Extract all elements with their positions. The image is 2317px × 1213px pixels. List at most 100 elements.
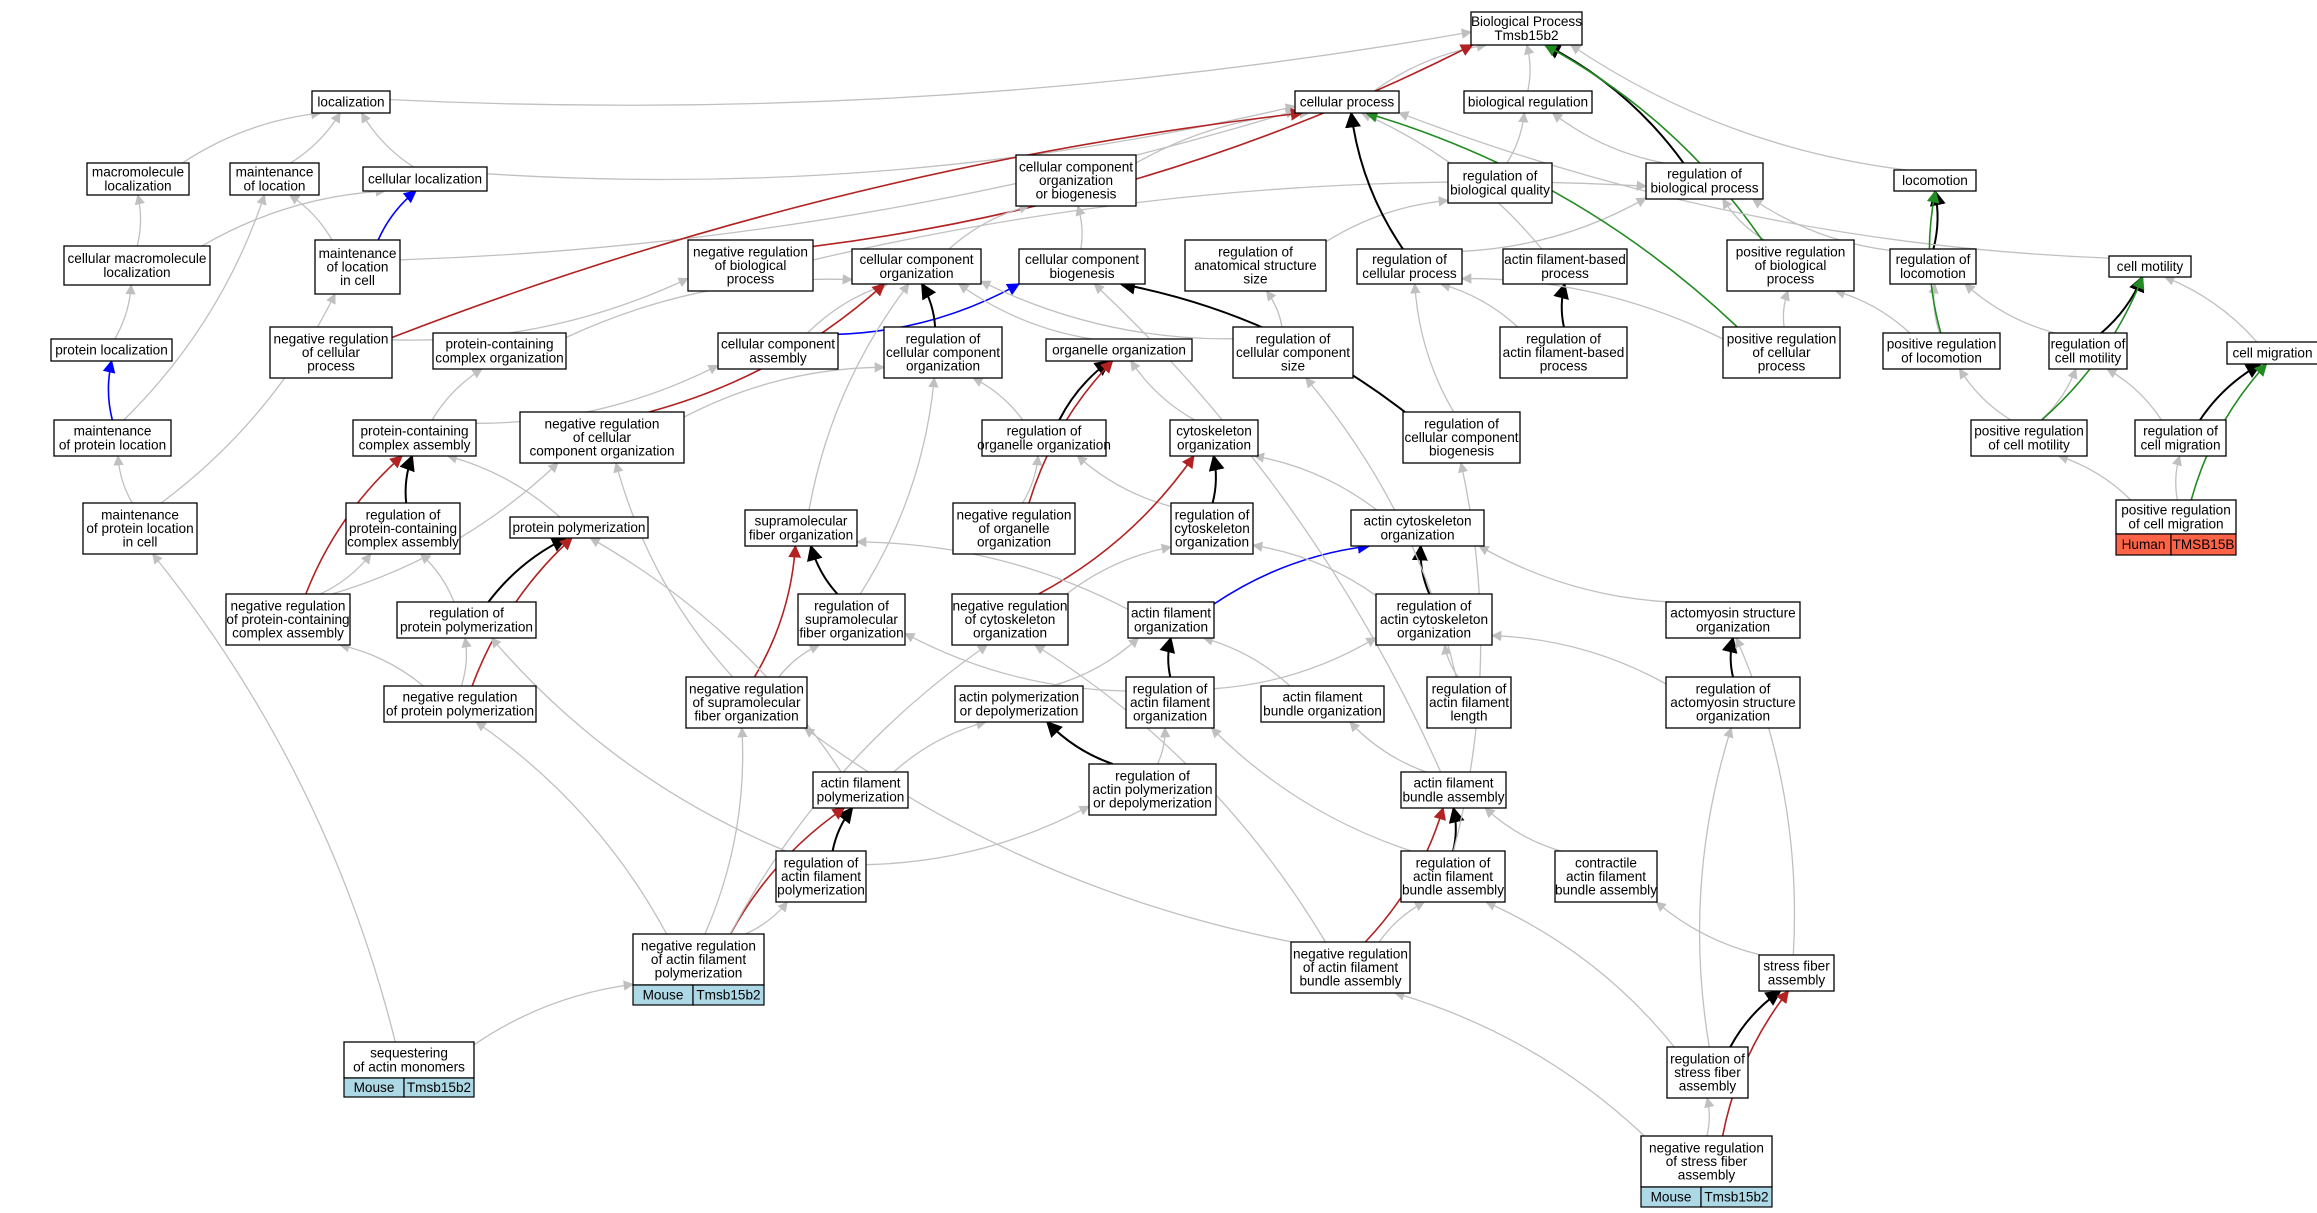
node-box (1970, 419, 2088, 457)
node-label-line: size (1281, 359, 1305, 374)
node-label-line: organization (977, 535, 1051, 550)
node-label-line: process (1541, 266, 1589, 281)
node-box (509, 516, 649, 539)
go-node-cmig[interactable]: cell migration (2226, 341, 2317, 365)
edge-nrafp-to-nrppol (475, 721, 668, 935)
go-node-oo[interactable]: organelle organization (1045, 338, 1193, 362)
gene-label: Tmsb15b2 (696, 988, 760, 1003)
go-node-loc[interactable]: localization (311, 90, 391, 114)
go-node-ppol[interactable]: protein polymerization (509, 516, 649, 539)
edge-rafl-to-racsko (1441, 643, 1459, 678)
edge-soam-to-moplc (152, 553, 396, 1043)
node-label-line: negative regulation (545, 416, 660, 431)
go-node-cloc[interactable]: cellular localization (362, 166, 488, 192)
go-node-ploc[interactable]: protein localization (50, 338, 173, 362)
edge-ramso-to-amso (1721, 636, 1738, 678)
go-node-cmot[interactable]: cell motility (2108, 255, 2192, 278)
node-label-line: assembly (1679, 1079, 1737, 1094)
edge-cca-to-ccb (837, 283, 1021, 336)
node-label-line: regulation of (1115, 768, 1190, 783)
go-node-locm[interactable]: locomotion (1893, 169, 1977, 192)
edge-ramso-to-racsko (1490, 630, 1667, 685)
go-node-cp[interactable]: cellular process (1294, 90, 1400, 114)
node-box (269, 326, 393, 379)
edge-rafbp-to-rcp (1439, 281, 1519, 328)
node-box (1665, 601, 1801, 639)
edge-rapd-to-rafo (1157, 726, 1171, 765)
node-box (812, 771, 909, 809)
go-node-breg[interactable]: biological regulation (1463, 90, 1593, 114)
edge-cmloc-to-cloc (201, 186, 387, 247)
edge-rbp-to-breg (1551, 112, 1665, 164)
